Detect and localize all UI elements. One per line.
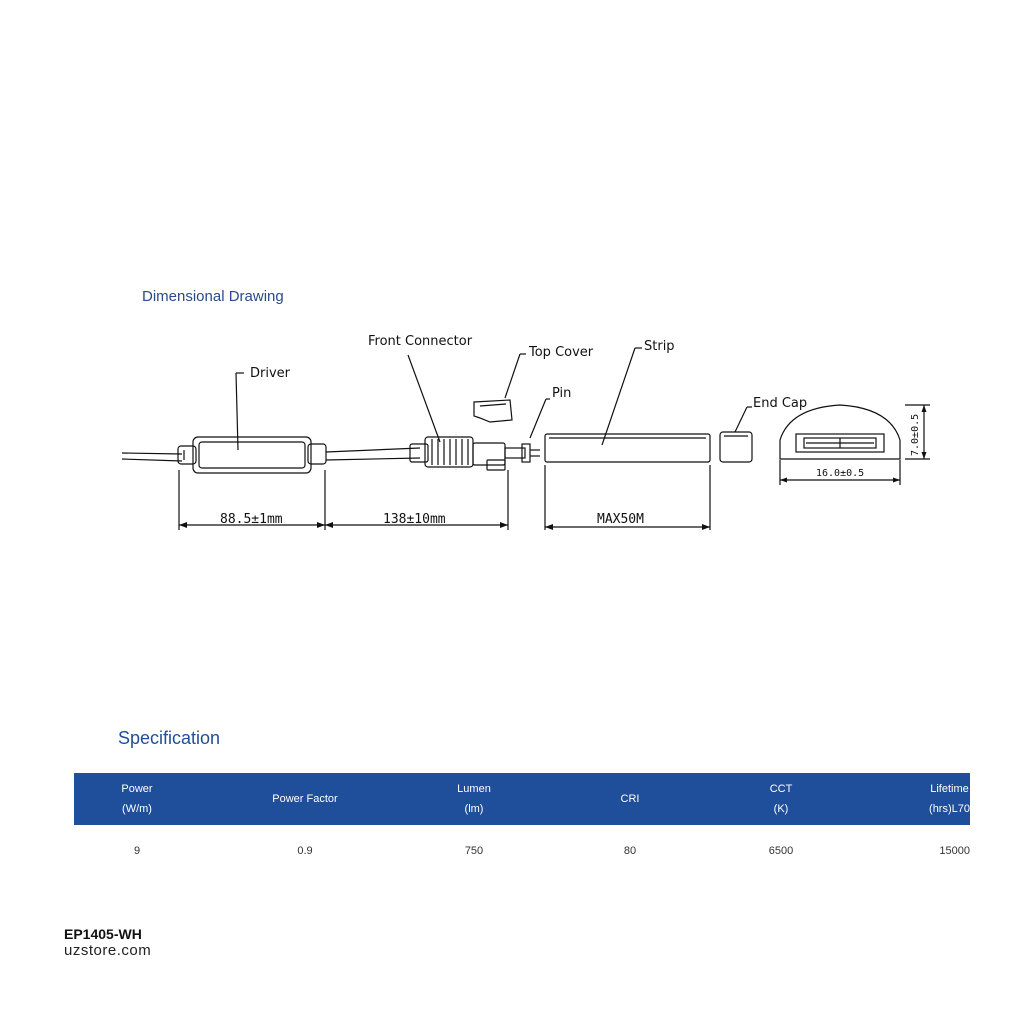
model-number: EP1405-WH — [64, 926, 142, 942]
dim-driver-length: 88.5±1mm — [220, 512, 283, 527]
pin-leader — [529, 398, 547, 439]
dim-cable-length: 138±10mm — [383, 512, 446, 527]
connection-cable-line — [325, 457, 421, 461]
drawing-heading: Dimensional Drawing — [142, 288, 284, 305]
spec-value-power-factor: 0.9 — [297, 845, 313, 857]
spec-header-row: Power (W/m) Power Factor Lumen (lm) CRI … — [74, 773, 970, 825]
spec-value-lifetime: 15000 — [939, 845, 970, 857]
dim-profile-width: 16.0±0.5 — [816, 468, 864, 479]
spec-header-cri: CRI — [620, 793, 640, 805]
spec-header-lumen: Lumen (lm) — [457, 783, 491, 815]
label-driver: Driver — [250, 366, 291, 381]
dimensional-drawing: Driver Front Connector Top Cover Pin Str… — [121, 334, 930, 530]
end-cap-body — [719, 431, 753, 463]
spec-header-cct: CCT (K) — [769, 783, 793, 815]
front-connector-leader — [407, 354, 441, 443]
driver-leader — [235, 372, 239, 451]
spec-heading: Specification — [118, 728, 221, 748]
end-cap-leader — [734, 406, 748, 433]
spec-value-row: 9 0.9 750 80 6500 15000 — [74, 825, 970, 877]
label-strip: Strip — [644, 339, 675, 354]
spec-value-power: 9 — [133, 845, 141, 857]
spec-table: Power (W/m) Power Factor Lumen (lm) CRI … — [74, 773, 970, 877]
profile-cross-section — [779, 404, 901, 460]
store-website: uzstore.com — [64, 942, 152, 959]
pin-body — [504, 443, 540, 463]
spec-header-power-factor: Power Factor — [272, 793, 338, 805]
front-connector-body — [409, 436, 506, 471]
spec-header-lifetime: Lifetime (hrs)L70 — [929, 783, 970, 815]
strip-body — [544, 433, 711, 463]
label-front-connector: Front Connector — [368, 334, 473, 349]
spec-value-cct: 6500 — [768, 845, 794, 857]
spec-value-lumen: 750 — [464, 845, 484, 857]
connection-cable-line — [325, 447, 421, 453]
label-top-cover: Top Cover — [528, 345, 594, 360]
top-cover-body — [473, 399, 513, 423]
input-cable-line — [121, 452, 183, 455]
spec-header-power: Power (W/m) — [121, 783, 153, 815]
top-cover-leader — [504, 353, 521, 399]
label-end-cap: End Cap — [753, 396, 807, 411]
dim-profile-height: 7.0±0.5 — [910, 414, 921, 456]
label-pin: Pin — [552, 386, 571, 401]
strip-leader — [601, 347, 636, 446]
dim-strip-length: MAX50M — [597, 512, 644, 527]
spec-value-cri: 80 — [623, 845, 637, 857]
driver-body — [177, 436, 327, 474]
input-cable-line — [121, 458, 183, 462]
